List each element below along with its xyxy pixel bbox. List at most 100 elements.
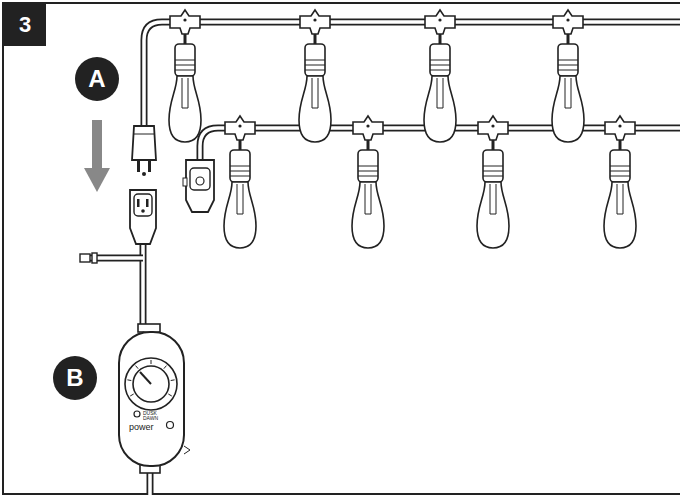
cable — [144, 22, 680, 126]
controller-body — [118, 331, 185, 467]
plug-prong — [137, 160, 140, 172]
male-plug — [132, 126, 156, 160]
socket-ridge — [430, 65, 450, 66]
filament — [312, 78, 318, 108]
dial-tick — [127, 379, 131, 381]
lamp-socket — [305, 44, 325, 76]
bulb-glass — [424, 76, 456, 142]
socket-ridge — [610, 176, 630, 177]
cable-core — [144, 22, 680, 126]
socket-ridge — [358, 171, 378, 172]
plug-prong — [148, 160, 151, 172]
bulb-glass — [352, 182, 384, 248]
bulb — [299, 10, 331, 142]
dusk-dawn-led — [134, 411, 140, 417]
socket-ridge — [483, 171, 503, 172]
joint-hole — [366, 124, 369, 127]
socket-ridge — [230, 176, 250, 177]
ground-pin — [142, 172, 146, 176]
socket-ridge — [558, 60, 578, 61]
socket-wire — [619, 140, 622, 150]
lamp-socket — [358, 150, 378, 182]
bulb-glass — [604, 182, 636, 248]
bulb — [604, 116, 636, 248]
receptacle-face — [134, 194, 152, 216]
socket-ridge — [430, 70, 450, 71]
bulb-glass — [477, 182, 509, 248]
cable-core — [90, 256, 143, 260]
socket-ridge — [175, 70, 195, 71]
joint-hole — [183, 18, 186, 21]
socket-wire — [492, 140, 495, 150]
receptacle-hole — [141, 209, 145, 213]
socket-ridge — [610, 171, 630, 172]
housing-mark — [184, 446, 190, 454]
step-number: 3 — [4, 4, 46, 46]
bulb-glass — [169, 76, 201, 142]
socket-ridge — [558, 65, 578, 66]
lead-cap — [92, 253, 97, 263]
socket-ridge — [430, 60, 450, 61]
socket-ridge — [230, 166, 250, 167]
dial-tick — [136, 366, 139, 369]
socket-ridge — [483, 176, 503, 177]
bulb — [552, 10, 584, 142]
filament — [365, 184, 371, 214]
dial-tick — [171, 379, 175, 381]
filament — [437, 78, 443, 108]
direction-arrow — [92, 120, 102, 170]
lamp-socket — [610, 150, 630, 182]
lamp-socket — [483, 150, 503, 182]
joint-hole — [491, 124, 494, 127]
socket-joint — [478, 116, 508, 140]
bulb — [424, 10, 456, 142]
mode-label: DUSK DAWN — [143, 411, 161, 421]
bulb-glass — [224, 182, 256, 248]
joint-hole — [238, 124, 241, 127]
lamp-socket — [175, 44, 195, 76]
dial-tick — [168, 394, 171, 396]
joint-hole — [566, 18, 569, 21]
socket-ridge — [305, 65, 325, 66]
bulb — [352, 116, 384, 248]
socket-joint — [353, 116, 383, 140]
filament — [490, 184, 496, 214]
socket-ridge — [305, 70, 325, 71]
socket-ridge — [610, 166, 630, 167]
joint-hole — [618, 124, 621, 127]
socket-ridge — [358, 176, 378, 177]
filament — [237, 184, 243, 214]
filament — [617, 184, 623, 214]
step-number-text: 3 — [19, 12, 31, 38]
socket-joint — [605, 116, 635, 140]
dial-tick — [151, 360, 152, 364]
bulb — [477, 116, 509, 248]
socket-wire — [314, 34, 317, 44]
lamp-socket — [430, 44, 450, 76]
socket-wire — [184, 34, 187, 44]
direction-arrowhead — [84, 168, 110, 192]
socket-wire — [367, 140, 370, 150]
plug-ridge — [134, 134, 154, 135]
connector-hole — [196, 177, 204, 185]
timer-dial — [125, 358, 177, 410]
joint-hole — [313, 18, 316, 21]
socket-wire — [439, 34, 442, 44]
dial-tick — [164, 366, 167, 369]
filament — [182, 78, 188, 108]
connector-tab — [183, 178, 187, 186]
filament — [565, 78, 571, 108]
socket-wire — [567, 34, 570, 44]
dial-knob — [133, 366, 169, 402]
bulb-glass — [552, 76, 584, 142]
socket-ridge — [175, 60, 195, 61]
dial-tick — [130, 394, 133, 396]
cable — [90, 255, 143, 262]
socket-ridge — [358, 166, 378, 167]
dial-pointer — [140, 372, 151, 384]
lamp-socket — [230, 150, 250, 182]
connector-face — [190, 168, 210, 190]
receptacle-slot — [146, 199, 149, 207]
lamp-socket — [558, 44, 578, 76]
joint-hole — [438, 18, 441, 21]
